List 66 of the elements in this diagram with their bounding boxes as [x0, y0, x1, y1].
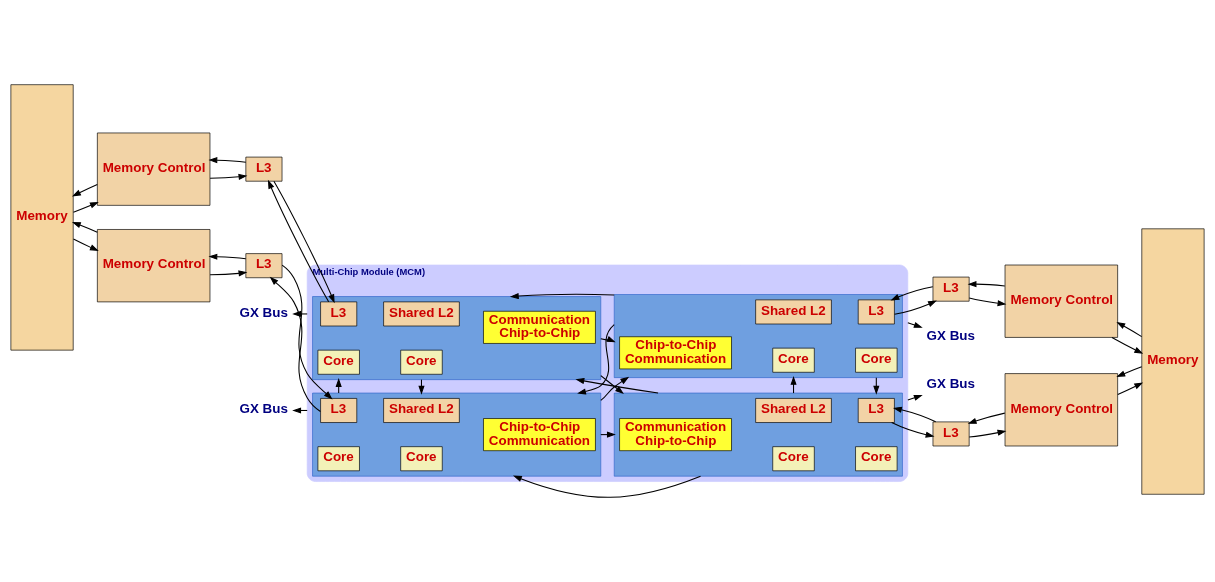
node-box: Memory Control	[1004, 373, 1118, 447]
node-box: L3	[245, 253, 283, 279]
arrow	[273, 180, 335, 304]
node-box: Memory	[10, 84, 74, 351]
node-box: L3	[857, 299, 895, 325]
node-box: Shared L2	[755, 299, 832, 325]
cluster	[312, 296, 602, 380]
arrow	[72, 238, 99, 251]
arrow	[71, 183, 98, 197]
arrow	[71, 222, 98, 233]
node-box: Memory Control	[1004, 264, 1118, 338]
arrow	[267, 179, 330, 303]
arrow	[509, 292, 615, 300]
node-box: Chip-to-Chip Communication	[619, 336, 732, 370]
arrow	[209, 270, 248, 277]
arrow	[281, 264, 333, 400]
arrow	[907, 322, 923, 328]
node-box: Core	[400, 349, 443, 375]
arrow	[967, 412, 1006, 424]
arrow	[893, 406, 937, 423]
arrow	[1117, 382, 1144, 395]
node-box: Core	[317, 349, 360, 375]
node-box: Core	[772, 446, 815, 472]
node-box: Core	[772, 347, 815, 373]
arrow	[907, 394, 923, 401]
arrow	[1116, 321, 1143, 338]
node-box: Shared L2	[383, 301, 460, 327]
node-box: Core	[855, 446, 898, 472]
arrow	[968, 297, 1007, 307]
node-box: Communication Chip-to-Chip	[619, 418, 732, 452]
arrow	[1111, 337, 1144, 354]
arrow	[600, 376, 630, 401]
arrow	[209, 173, 248, 180]
arrow	[575, 377, 659, 394]
node-box: L3	[932, 276, 970, 302]
node-box: L3	[245, 156, 283, 182]
arrow	[208, 157, 247, 164]
arrow	[512, 475, 702, 498]
node-text: GX Bus	[926, 376, 975, 392]
node-text: GX Bus	[926, 328, 975, 344]
node-text: GX Bus	[239, 401, 288, 417]
arrow	[890, 286, 934, 301]
node-box: Core	[317, 446, 360, 472]
node-box: Shared L2	[755, 398, 832, 423]
node-text: GX Bus	[239, 304, 288, 320]
node-box: Shared L2	[383, 398, 460, 423]
arrow	[894, 300, 937, 315]
arrow	[1116, 366, 1143, 377]
node-box: Core	[855, 347, 898, 373]
arrow	[600, 375, 624, 395]
node-box: Memory Control	[97, 132, 211, 206]
arrow	[72, 201, 99, 213]
node-box: Chip-to-Chip Communication	[483, 418, 596, 452]
arrow	[891, 422, 935, 438]
arrow	[208, 253, 247, 260]
arrow	[968, 429, 1007, 438]
node-box: Core	[400, 446, 443, 472]
node-box: Communication Chip-to-Chip	[483, 310, 596, 344]
node-box: L3	[320, 301, 358, 327]
arrow	[967, 281, 1006, 288]
node-box: Memory Control	[97, 229, 211, 303]
node-box: L3	[857, 398, 895, 423]
node-box: Memory	[1141, 228, 1205, 495]
arrow	[292, 310, 308, 318]
node-box: L3	[932, 421, 970, 447]
node-box: L3	[320, 398, 358, 423]
